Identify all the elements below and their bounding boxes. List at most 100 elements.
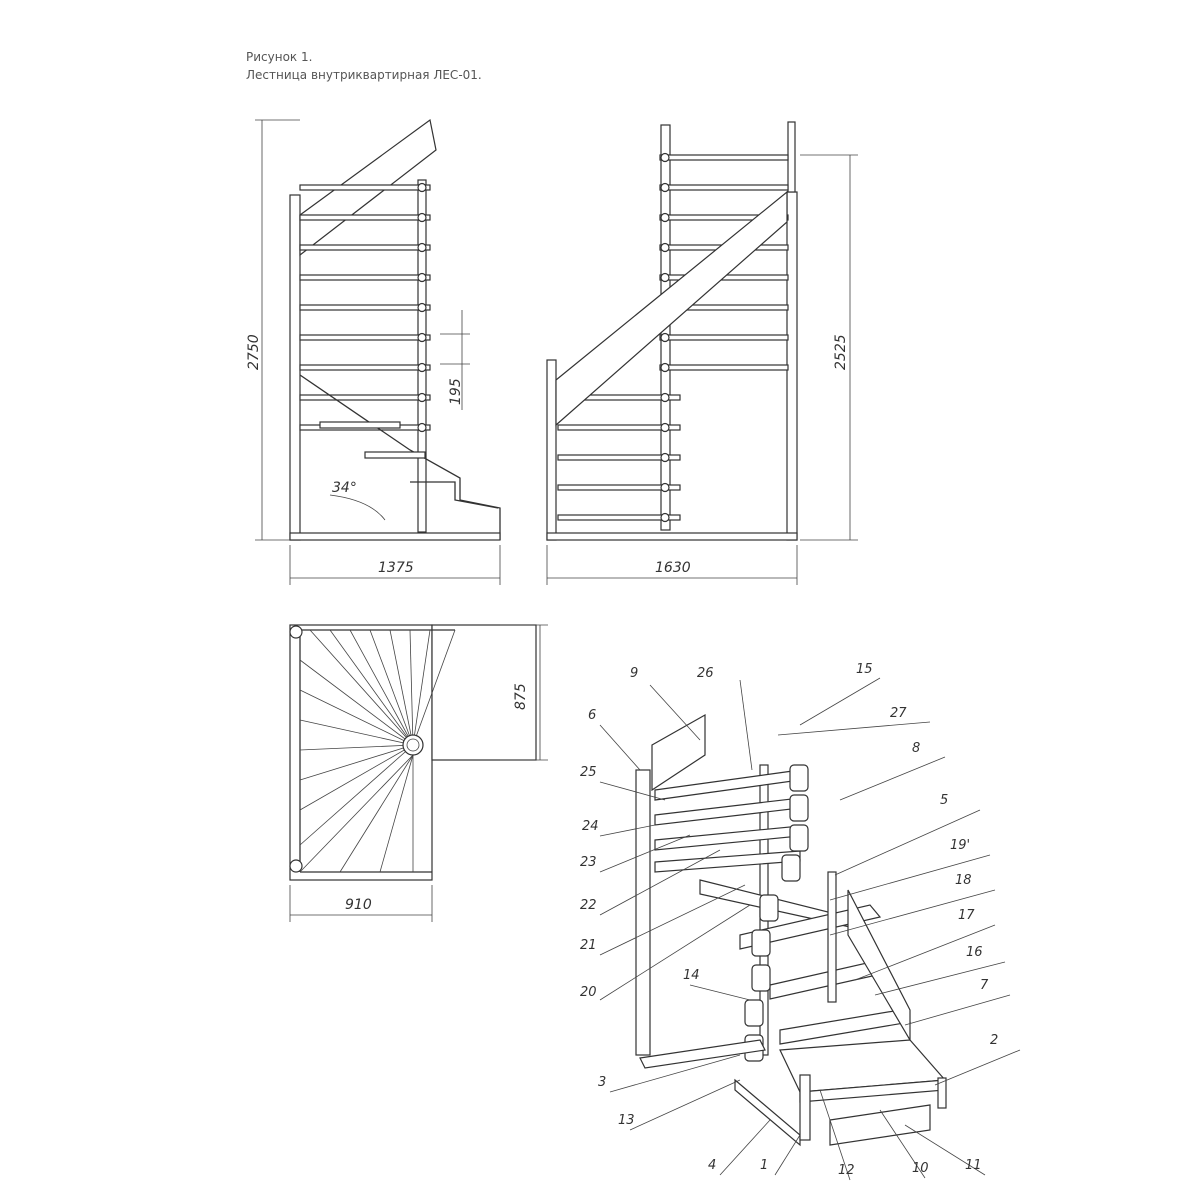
baluster-rung (659, 364, 789, 371)
tread-edge (299, 659, 414, 746)
leader-line (599, 724, 641, 771)
leader-line (599, 904, 751, 1001)
plan-view: 875 910 (289, 624, 548, 922)
baluster-rung (299, 274, 431, 281)
baluster-rung (659, 334, 789, 341)
leader-line (609, 1054, 741, 1093)
tread (654, 797, 801, 826)
part-label-2: 2 (990, 1033, 998, 1048)
spacer-block (781, 854, 801, 882)
part-label-1: 1 (760, 1158, 768, 1173)
baluster-joint (660, 242, 670, 253)
part-label-6: 6 (588, 708, 596, 723)
step-height-dim: 195 (448, 378, 464, 405)
plan-depth-dim: 875 (513, 683, 529, 710)
part-label-18: 18 (955, 873, 972, 888)
part-label-13: 13 (618, 1113, 635, 1128)
tread-edge (299, 744, 414, 811)
baluster-joint (660, 452, 670, 463)
baluster-joint (660, 182, 670, 193)
part-label-22: 22 (580, 898, 597, 913)
leader-line (904, 994, 1011, 1026)
leader-line (739, 679, 753, 771)
baluster-rung (557, 454, 681, 461)
side-view: 2750 195 34° 1375 (246, 118, 501, 585)
part-label-4: 4 (708, 1158, 716, 1173)
baluster-rung (659, 214, 789, 221)
plan-width-dim: 910 (345, 897, 372, 913)
angle-dim: 34° (332, 480, 357, 496)
part-label-16: 16 (966, 945, 983, 960)
baluster-rung (299, 214, 431, 221)
baluster-rung (659, 154, 789, 161)
baluster-joint (660, 392, 670, 403)
part-label-27: 27 (890, 706, 907, 721)
leader-line (599, 834, 691, 873)
baluster-rung (557, 484, 681, 491)
baluster-joint (660, 362, 670, 373)
front-view: 2525 1630 (546, 121, 858, 585)
tread-edge (339, 754, 414, 873)
tread (779, 1009, 912, 1045)
baluster-joint (417, 302, 427, 313)
tread-edge (409, 629, 414, 746)
figure-title: Лестница внутриквартирная ЛЕС-01. (246, 68, 482, 82)
part-label-7: 7 (980, 978, 989, 993)
leader-line (874, 961, 1006, 996)
baluster-joint (417, 182, 427, 193)
tread-edge (299, 754, 414, 873)
tread-edge (412, 629, 431, 746)
part-label-14: 14 (683, 968, 700, 983)
leader-line (829, 854, 991, 901)
part-label-9: 9 (630, 666, 638, 681)
tread-edge (369, 629, 414, 746)
spacer-block (789, 794, 809, 822)
tread (654, 850, 801, 873)
tread-edge (309, 629, 414, 746)
baluster-joint (417, 362, 427, 373)
baluster-rung (557, 514, 681, 521)
part-label-25: 25 (580, 765, 597, 780)
side-width-dim: 1375 (378, 560, 414, 576)
isometric-assembly: 9 26 15 27 6 8 25 5 24 19' 23 18 22 17 2… (580, 662, 1021, 1181)
baluster-rung (299, 244, 431, 251)
part-label-10: 10 (912, 1161, 929, 1176)
baluster-joint (417, 422, 427, 433)
baluster-joint (660, 212, 670, 223)
figure-number: Рисунок 1. (246, 50, 313, 64)
baluster-joint (660, 332, 670, 343)
leader-line (649, 684, 701, 741)
spacer-block (744, 999, 764, 1027)
leader-line (599, 824, 656, 837)
tread (654, 769, 801, 801)
leader-line (904, 1124, 986, 1176)
baluster-rung (299, 184, 431, 191)
leader-line (689, 984, 751, 1001)
baluster-rung (299, 334, 431, 341)
spacer-block (751, 929, 771, 957)
baluster-rung (557, 424, 681, 431)
part-label-21: 21 (580, 938, 597, 953)
part-label-26: 26 (697, 666, 714, 681)
leader-line (879, 1109, 926, 1179)
baluster-joint (417, 332, 427, 343)
side-height-dim: 2750 (246, 334, 262, 370)
leader-line (599, 849, 721, 916)
tread-edge (299, 689, 414, 746)
leader-line (629, 1079, 741, 1131)
baluster-joint (417, 392, 427, 403)
part-label-19: 19' (950, 838, 970, 853)
baluster-joint (660, 152, 670, 163)
part-label-5: 5 (940, 793, 948, 808)
baluster-rung (659, 184, 789, 191)
leader-line (719, 1119, 771, 1176)
leader-line (854, 924, 996, 981)
spacer-block (789, 764, 809, 792)
baluster-joint (660, 512, 670, 523)
baluster-joint (417, 272, 427, 283)
baluster-rung (299, 364, 431, 371)
part-label-3: 3 (598, 1075, 606, 1090)
leader-line (799, 677, 881, 726)
spacer-block (751, 964, 771, 992)
